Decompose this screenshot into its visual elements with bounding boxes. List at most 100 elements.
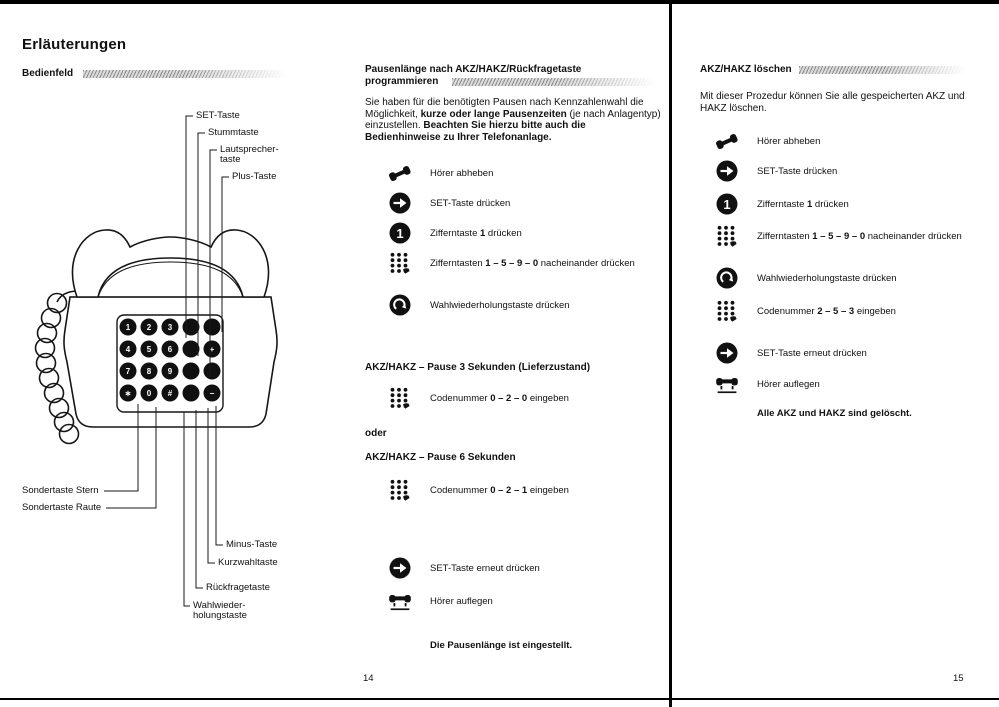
phone-key-label: 6 (168, 345, 173, 354)
callout-plus-key: Plus-Taste (232, 171, 277, 182)
callout-mute-key: Stummtaste (208, 127, 259, 138)
step-row: 1 Zifferntaste 1 drücken (385, 220, 660, 246)
phone-key-label: 3 (168, 323, 173, 332)
step-text: SET-Taste erneut drücken (757, 347, 867, 359)
phone-key (140, 362, 158, 380)
phone-key (140, 384, 158, 402)
redial-key-icon (712, 266, 742, 290)
phone-key (182, 340, 200, 358)
or-label: oder (365, 428, 387, 439)
step-text: Wahlwiederholungstaste drücken (430, 299, 570, 311)
page-number-right: 15 (953, 673, 964, 684)
callout-minus-key: Minus-Taste (226, 539, 278, 550)
phone-key (182, 384, 200, 402)
phone-key (140, 340, 158, 358)
delete-intro: Mit dieser Prozedur können Sie alle gesp… (700, 91, 965, 114)
step-text: Codenummer 2 – 5 – 3 eingeben (757, 305, 896, 317)
phone-key-label: 2 (147, 323, 152, 332)
phone-key (140, 318, 158, 336)
phone-key-label: 7 (126, 367, 131, 376)
bottom-rule (0, 698, 999, 700)
phone-key-label: 1 (126, 323, 131, 332)
phone-key-label: + (210, 345, 215, 354)
handset-up-icon (712, 129, 742, 153)
phone-key (161, 384, 179, 402)
callout-star-key: Sondertaste Stern (22, 485, 99, 496)
phone-key (203, 318, 221, 336)
step-row: Codenummer 0 – 2 – 1 eingeben (385, 477, 660, 503)
phone-key-label: − (210, 389, 215, 398)
pause-6s-heading: AKZ/HAKZ – Pause 6 Sekunden (365, 452, 516, 463)
step-row: Hörer abheben (385, 160, 660, 186)
step-text: SET-Taste drücken (430, 197, 511, 209)
pause-3s-heading: AKZ/HAKZ – Pause 3 Sekunden (Lieferzusta… (365, 362, 591, 373)
phone-key (203, 340, 221, 358)
step-row: Zifferntasten 1 – 5 – 9 – 0 nacheinander… (385, 250, 660, 276)
procedure-result: Alle AKZ und HAKZ sind gelöscht. (757, 408, 912, 419)
svg-text:1: 1 (723, 197, 730, 212)
step-row: Hörer auflegen (712, 371, 992, 397)
phone-key (182, 318, 200, 336)
step-text: Zifferntasten 1 – 5 – 9 – 0 nacheinander… (757, 230, 962, 242)
section-label: Bedienfeld (22, 68, 74, 79)
callout-recall-key: Rückfragetaste (206, 582, 270, 593)
phone-key (161, 318, 179, 336)
phone-key (119, 340, 137, 358)
phone-key-label: 9 (168, 367, 173, 376)
handset-up-icon (385, 161, 415, 185)
set-key-icon (712, 341, 742, 365)
step-text: Zifferntaste 1 drücken (757, 198, 849, 210)
procedure-heading-line1: Pausenlänge nach AKZ/HAKZ/Rückfragetaste (365, 64, 582, 75)
keypad-icon (385, 478, 415, 502)
step-row: Hörer abheben (712, 128, 992, 154)
step-row: Zifferntasten 1 – 5 – 9 – 0 nacheinander… (712, 223, 992, 249)
step-row: Wahlwiederholungstaste drücken (385, 292, 660, 318)
heading-texture-bar (452, 78, 660, 86)
step-row: Codenummer 2 – 5 – 3 eingeben (712, 298, 992, 324)
step-text: SET-Taste drücken (757, 165, 838, 177)
callout-redial-key-line2: holungstaste (193, 610, 247, 621)
redial-key-icon (385, 293, 415, 317)
step-row: SET-Taste erneut drücken (385, 555, 660, 581)
phone-key-label: 4 (126, 345, 131, 354)
phone-key (119, 318, 137, 336)
keypad-icon (712, 299, 742, 323)
step-text: Zifferntaste 1 drücken (430, 227, 522, 239)
procedure-heading-line2: programmieren (365, 76, 439, 87)
callout-speaker-key-line2: taste (220, 154, 241, 165)
step-text: Codenummer 0 – 2 – 1 eingeben (430, 484, 569, 496)
keypad-plate (116, 314, 224, 413)
top-rule (0, 0, 999, 4)
step-row: Codenummer 0 – 2 – 0 eingeben (385, 385, 660, 411)
callout-redial-key-line1: Wahlwieder- (193, 600, 246, 611)
step-text: Hörer auflegen (430, 595, 493, 607)
phone-handset-outline (71, 229, 270, 298)
keypad-icon (385, 386, 415, 410)
intro-text-2: (je nach Anlagentyp) einzustellen. (365, 108, 661, 132)
handset-down-icon (712, 372, 742, 396)
digit-1-key-icon: 1 (385, 221, 415, 245)
callout-speaker-key-line1: Lautsprecher- (220, 144, 279, 155)
coiled-cord-icon (34, 290, 89, 445)
phone-key (203, 384, 221, 402)
set-key-icon (385, 191, 415, 215)
phone-key (203, 362, 221, 380)
step-row: 1 Zifferntaste 1 drücken (712, 191, 992, 217)
step-row: Hörer auflegen (385, 588, 660, 614)
keypad-icon (385, 251, 415, 275)
step-text: Hörer auflegen (757, 378, 820, 390)
step-text: Zifferntasten 1 – 5 – 9 – 0 nacheinander… (430, 257, 635, 269)
phone-key (119, 384, 137, 402)
step-text: Wahlwiederholungstaste drücken (757, 272, 897, 284)
procedure-result: Die Pausenlänge ist eingestellt. (430, 640, 573, 651)
step-text: Hörer abheben (430, 167, 494, 179)
callout-set-key: SET-Taste (196, 110, 240, 121)
section-texture-bar (83, 70, 291, 78)
step-row: Wahlwiederholungstaste drücken (712, 265, 992, 291)
phone-key (161, 340, 179, 358)
phone-key-label: # (168, 389, 173, 398)
phone-key-label: 8 (147, 367, 152, 376)
